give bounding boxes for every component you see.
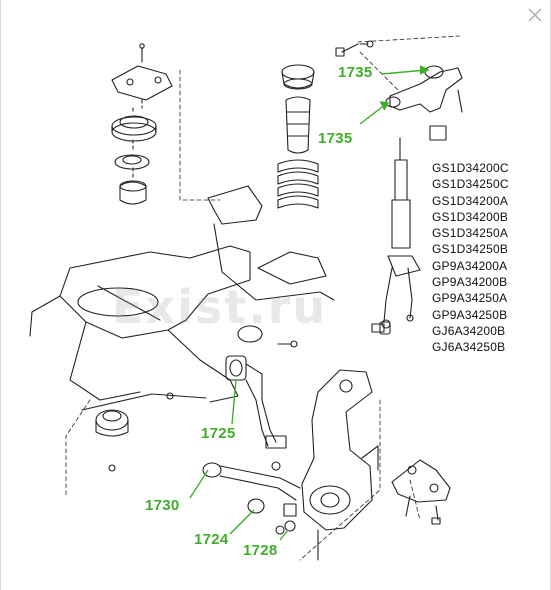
part-number: GS1D34200C — [432, 161, 509, 175]
part-number: GJ6A34200B — [432, 323, 506, 338]
callout-label-1724: 1724 — [194, 531, 229, 548]
part-number-list: GS1D34200C GS1D34250C GS1D34200A GS1D342… — [432, 160, 509, 356]
part-number: GS1D34200A — [432, 193, 509, 208]
part-number: GP9A34250B — [432, 307, 508, 322]
lower-arm-1725 — [225, 325, 287, 471]
part-number: GP9A34200A — [432, 258, 508, 273]
callout-label-1728: 1728 — [243, 542, 278, 559]
callout-label-1735-top: 1735 — [338, 64, 373, 81]
stabilizer-bracket — [207, 185, 335, 348]
part-number: GS1D34250B — [432, 242, 509, 257]
close-icon[interactable] — [524, 4, 546, 26]
callout-label-1735-mid: 1735 — [318, 130, 353, 147]
dust-boot-assembly — [277, 64, 319, 209]
shock-absorber — [381, 137, 421, 329]
upper-control-arm — [335, 43, 463, 141]
leader-lines — [65, 35, 461, 561]
callout-arrows — [189, 65, 430, 541]
lower-arm-1730 — [202, 462, 301, 532]
callout-label-1730: 1730 — [145, 497, 180, 514]
part-number: GJ6A34250B — [432, 340, 506, 355]
part-number: GP9A34200B — [432, 275, 508, 290]
steering-knuckle — [301, 369, 379, 561]
ball-joint-bracket — [391, 459, 451, 525]
part-number: GS1D34250C — [432, 177, 509, 192]
fasteners — [108, 40, 391, 535]
part-number: GS1D34200B — [432, 209, 509, 224]
strut-mount-stack — [111, 43, 173, 205]
callout-label-1725: 1725 — [201, 425, 236, 442]
watermark-text: Exist.ru — [112, 280, 328, 334]
frame-left-border — [0, 0, 1, 590]
part-number: GS1D34250A — [432, 226, 509, 241]
part-number: GP9A34250A — [432, 291, 508, 306]
subframe-crossmember — [29, 245, 251, 437]
